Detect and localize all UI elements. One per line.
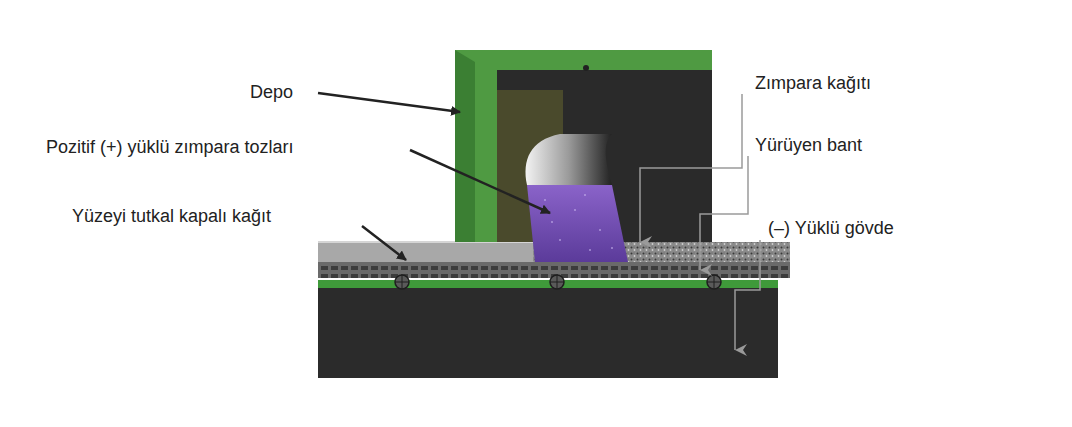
part-label: Yürüyen bant xyxy=(755,134,862,156)
part-label: (–) Yüklü gövde xyxy=(768,217,894,239)
part-label: Pozitif (+) yüklü zımpara tozları xyxy=(46,136,294,158)
part-label: Yüzeyi tutkal kapalı kağıt xyxy=(72,205,271,227)
part-label: Depo xyxy=(250,81,293,103)
part-label: Zımpara kağıtı xyxy=(755,72,871,94)
